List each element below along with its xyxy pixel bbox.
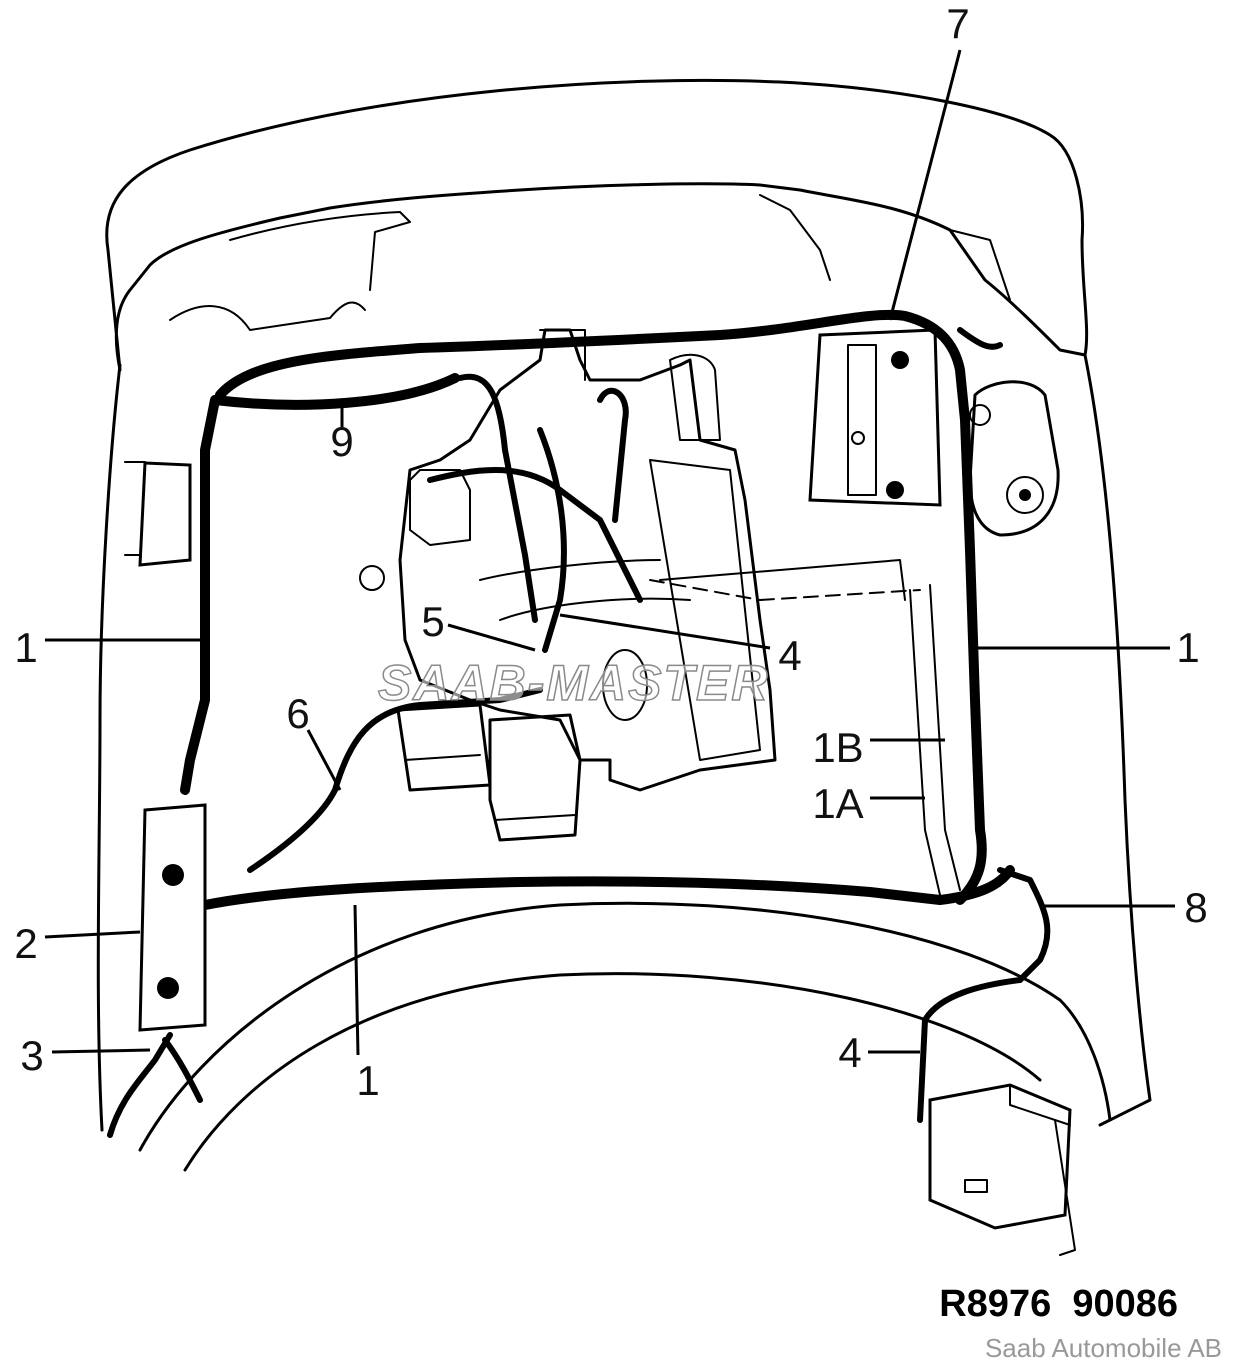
callout-1-left: 1	[14, 624, 37, 671]
callout-1A: 1A	[812, 780, 863, 827]
callout-9: 9	[330, 418, 353, 465]
callout-1-right: 1	[1176, 624, 1199, 671]
body-outline	[96, 78, 1152, 1132]
leader-lines	[44, 49, 1175, 1056]
component-2-box	[107, 803, 207, 1138]
right-reservoir	[968, 380, 1060, 537]
battery-component	[808, 328, 942, 507]
callout-8: 8	[1184, 884, 1207, 931]
callout-2: 2	[14, 920, 37, 967]
callout-3: 3	[20, 1032, 43, 1079]
callout-4-bottom: 4	[838, 1029, 861, 1076]
copyright-text: Saab Automobile AB	[985, 1333, 1222, 1363]
component-4-unit	[928, 1083, 1076, 1256]
callout-1-bottom: 1	[356, 1057, 379, 1104]
callout-labels: 7 9 1 5 4 1 6 1B 1A 2 8 3 1 4	[14, 0, 1207, 1104]
callout-6: 6	[286, 690, 309, 737]
callout-5: 5	[421, 598, 444, 645]
left-module	[124, 461, 192, 567]
watermark-text: SAAB-MASTER	[378, 655, 769, 711]
wheel-arch	[138, 901, 1112, 1172]
callout-7: 7	[946, 0, 969, 47]
callout-1B: 1B	[812, 724, 863, 771]
callout-4-mid: 4	[778, 632, 801, 679]
reference-number: R8976 90086	[939, 1283, 1178, 1325]
